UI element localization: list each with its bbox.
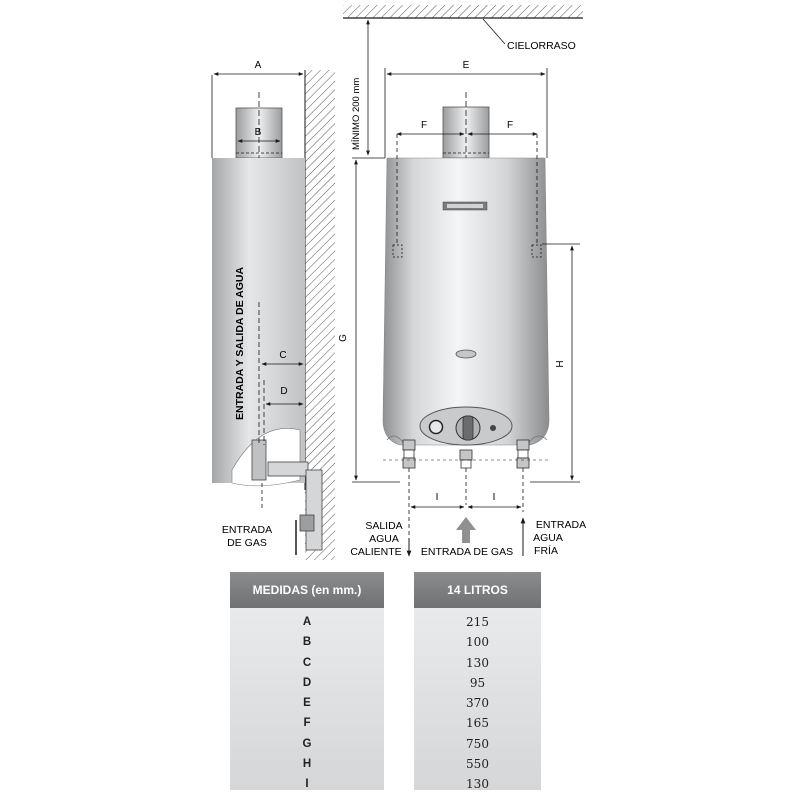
label-row: E xyxy=(303,697,311,710)
mount-left-hook xyxy=(392,244,403,258)
dim-min-label: MÍNIMO 200 mm xyxy=(351,78,362,150)
dim-h-label: H xyxy=(555,360,566,367)
value-row: 215 xyxy=(466,615,489,629)
dim-c-label: C xyxy=(279,350,286,361)
side-pipe-joint xyxy=(299,514,315,532)
connector-hot xyxy=(402,439,416,469)
value-row: 550 xyxy=(466,757,489,772)
value-row: 100 xyxy=(466,635,489,650)
cold-label-3: FRÍA xyxy=(534,544,558,557)
litros-values: 215 100 130 95 370 165 750 550 130 xyxy=(414,608,541,791)
value-row: 95 xyxy=(469,675,486,690)
hot-label-3: CALIENTE xyxy=(350,546,401,558)
measures-column: MEDIDAS (en mm.) A B C D E F G H I xyxy=(230,572,384,790)
mount-right-hook xyxy=(531,244,542,258)
label-row: I xyxy=(305,778,309,791)
ceiling-hatch xyxy=(343,5,583,18)
value-row: 370 xyxy=(466,696,489,711)
side-view: A B C D ENTRADA Y SALIDA DE AGUA ENTRADA… xyxy=(211,60,335,560)
litros-column: 14 LITROS 215 100 130 95 370 165 750 550… xyxy=(414,572,541,791)
hot-label-2: AGUA xyxy=(369,533,399,545)
measures-labels: A B C D E F G H I xyxy=(230,608,384,790)
value-row: 130 xyxy=(466,777,489,792)
gas-center-label: ENTRADA DE GAS xyxy=(421,546,513,558)
knob-grip xyxy=(462,415,474,441)
front-view: CIELORRASO MÍNIMO 200 mm E F F xyxy=(338,5,586,558)
dim-b-label: B xyxy=(255,127,262,138)
ceiling-leader xyxy=(482,18,506,45)
side-valve xyxy=(251,439,267,481)
dim-i-left-label: I xyxy=(436,492,439,503)
label-row: D xyxy=(302,676,312,689)
hot-label-1: SALIDA xyxy=(365,520,402,532)
gas-inlet-arrow xyxy=(456,517,476,543)
label-row: G xyxy=(302,737,312,750)
brand-badge-inner xyxy=(447,204,483,208)
dim-i-right-label: I xyxy=(493,492,496,503)
front-heater-body xyxy=(382,157,550,446)
cold-label-1: ENTRADA xyxy=(536,519,586,531)
dim-f-left-label: F xyxy=(421,120,427,131)
dim-g-label: G xyxy=(338,334,349,342)
measures-header: MEDIDAS (en mm.) xyxy=(230,572,384,608)
label-row: B xyxy=(302,636,312,649)
dim-e-label: E xyxy=(463,60,470,71)
dim-a-label: A xyxy=(255,60,262,71)
dim-d-label: D xyxy=(280,386,287,397)
side-pipe-horizontal xyxy=(267,461,309,477)
dim-f-right-label: F xyxy=(507,120,513,131)
side-gas-label-2: DE GAS xyxy=(227,537,267,549)
indicator-dot xyxy=(490,425,496,431)
side-pipe-vertical xyxy=(305,469,323,551)
value-row: 130 xyxy=(466,655,489,670)
connector-gas xyxy=(459,449,473,469)
cold-label-2: AGUA xyxy=(533,532,563,544)
side-water-label: ENTRADA Y SALIDA DE AGUA xyxy=(234,267,246,420)
litros-header: 14 LITROS xyxy=(414,572,541,608)
side-gas-label-1: ENTRADA xyxy=(222,524,272,536)
flame-window xyxy=(455,349,477,359)
ceiling-label: CIELORRASO xyxy=(507,40,576,52)
label-row: H xyxy=(302,758,312,771)
value-row: 750 xyxy=(466,736,489,751)
label-row: F xyxy=(303,717,311,730)
label-row: A xyxy=(302,616,312,628)
igniter-button xyxy=(428,419,444,435)
value-row: 165 xyxy=(466,716,489,731)
label-row: C xyxy=(302,656,312,669)
connector-cold xyxy=(516,439,530,469)
